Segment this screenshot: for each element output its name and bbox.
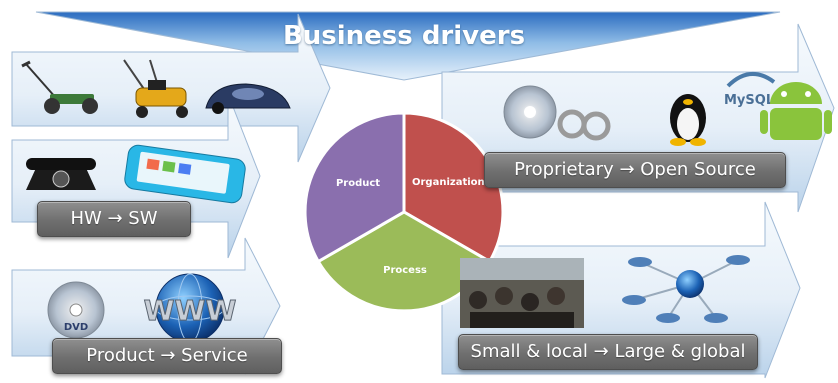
mysql-text: MySQL bbox=[724, 93, 774, 108]
image-android-robot bbox=[760, 82, 832, 140]
label-product-service: Product → Service bbox=[52, 338, 282, 374]
image-dvd: DVD bbox=[47, 281, 105, 339]
image-gas-mower bbox=[123, 59, 188, 118]
image-rotary-phone bbox=[26, 158, 96, 190]
pie-label-organization: Organization bbox=[412, 177, 485, 188]
www-text: WWW bbox=[144, 294, 237, 327]
image-tux-penguin bbox=[670, 94, 706, 146]
image-global-network bbox=[622, 255, 750, 323]
image-robot-mower bbox=[205, 83, 291, 114]
label-small-local-large-global: Small & local → Large & global bbox=[458, 334, 758, 370]
business-drivers-title: Business drivers bbox=[282, 21, 526, 51]
pie-label-product: Product bbox=[335, 178, 381, 189]
label-proprietary-open-source: Proprietary → Open Source bbox=[484, 152, 786, 188]
image-push-reel-mower bbox=[21, 60, 98, 114]
image-mysql-logo: MySQL bbox=[724, 72, 776, 108]
pie-label-process: Process bbox=[383, 265, 427, 276]
image-small-team-photo bbox=[460, 258, 584, 328]
image-handcuffed-cd bbox=[503, 85, 611, 141]
image-www-globe: WWW bbox=[143, 273, 237, 343]
image-smartphone bbox=[124, 144, 246, 204]
pie-segment-product bbox=[303, 111, 406, 264]
label-hw-sw: HW → SW bbox=[37, 201, 191, 237]
business-drivers-banner bbox=[35, 11, 781, 81]
pie-chart bbox=[303, 111, 505, 313]
dvd-text: DVD bbox=[64, 322, 88, 333]
